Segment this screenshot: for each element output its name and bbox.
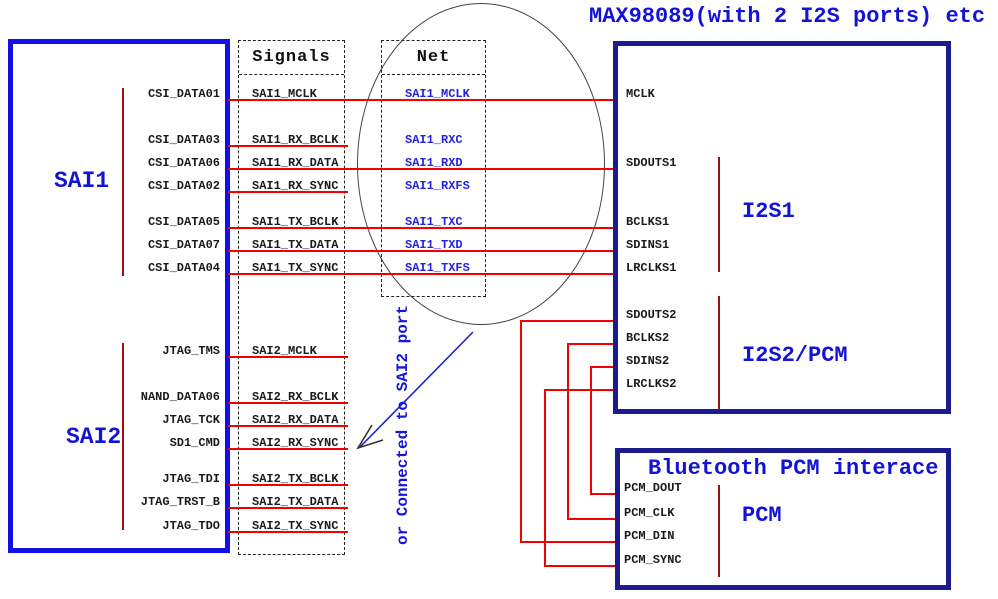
pad-label: JTAG_TMS	[162, 344, 220, 358]
net-label: SAI1_RXC	[405, 133, 463, 147]
wire-sai1-tx-sync	[228, 273, 613, 275]
net-label: SAI1_TXFS	[405, 261, 470, 275]
wire-pcm-din	[521, 541, 616, 543]
pad-label: NAND_DATA06	[140, 390, 220, 404]
pad-label: JTAG_TRST_B	[140, 495, 220, 509]
net-label: SAI1_TXD	[405, 238, 463, 252]
wire-sai2-tx-data	[228, 507, 348, 509]
signal-label: SAI2_TX_SYNC	[252, 519, 339, 533]
wire-vert-sdouts2-din	[520, 320, 522, 543]
pad-label: CSI_DATA07	[147, 238, 220, 252]
codec-pin-label: BCLKS2	[626, 331, 670, 345]
codec-title: MAX98089(with 2 I2S ports) etc	[589, 4, 986, 29]
pcm-bus-line	[718, 485, 720, 577]
wire-sai2-mclk	[228, 356, 348, 358]
bluetooth-pin-label: PCM_CLK	[624, 506, 675, 520]
sai-module-box	[8, 39, 230, 553]
wire-sai1-rx-sync	[228, 191, 348, 193]
sai1-bus-line	[122, 88, 124, 276]
wire-sai1-rx-bclk	[228, 145, 348, 147]
wire-lrclks2	[545, 389, 614, 391]
wire-vert-bclks2-clk	[567, 343, 569, 520]
codec-pin-label: SDOUTS2	[626, 308, 677, 322]
wire-sai2-rx-data	[228, 425, 348, 427]
pad-label: CSI_DATA02	[147, 179, 220, 193]
net-label: SAI1_MCLK	[405, 87, 470, 101]
signal-label: SAI2_MCLK	[252, 344, 317, 358]
codec-box	[613, 41, 951, 414]
wire-vert-sdins2-dout	[590, 366, 592, 495]
pad-label: CSI_DATA03	[147, 133, 220, 147]
wire-sai2-tx-sync	[228, 531, 348, 533]
sai2-bus-line	[122, 343, 124, 530]
wire-pcm-sync	[545, 565, 616, 567]
pcm-group-label: PCM	[742, 503, 782, 528]
pad-label: JTAG_TDI	[162, 472, 220, 486]
wire-sai2-tx-bclk	[228, 484, 348, 486]
pad-label: JTAG_TDO	[162, 519, 220, 533]
codec-pin-label: LRCLKS1	[626, 261, 677, 275]
bluetooth-pin-label: PCM_DOUT	[624, 481, 682, 495]
net-label: SAI1_TXC	[405, 215, 463, 229]
codec-pin-label: MCLK	[626, 87, 655, 101]
wire-sai1-mclk	[228, 99, 613, 101]
pad-label: CSI_DATA04	[147, 261, 220, 275]
wire-bclks2	[568, 343, 614, 345]
annotation-text: or Connected to SAI2 port	[394, 304, 412, 546]
signal-label: SAI1_TX_DATA	[252, 238, 339, 252]
pad-label: CSI_DATA01	[147, 87, 220, 101]
wire-vert-lrclks2-sync	[544, 389, 546, 567]
bluetooth-pin-label: PCM_SYNC	[624, 553, 682, 567]
signal-label: SAI1_RX_DATA	[252, 156, 339, 170]
codec-pin-label: BCLKS1	[626, 215, 670, 229]
pad-label: SD1_CMD	[169, 436, 220, 450]
wire-sai1-tx-bclk	[228, 227, 613, 229]
net-column-header: Net	[382, 41, 485, 75]
i2s2-group-label: I2S2/PCM	[742, 343, 848, 368]
signals-column-box: Signals	[238, 40, 345, 555]
pad-label: JTAG_TCK	[162, 413, 220, 427]
codec-pin-label: SDINS1	[626, 238, 670, 252]
signal-label: SAI1_TX_BCLK	[252, 215, 339, 229]
codec-pin-label: SDOUTS1	[626, 156, 677, 170]
net-label: SAI1_RXD	[405, 156, 463, 170]
wire-sai2-rx-sync	[228, 448, 348, 450]
signal-label: SAI2_TX_DATA	[252, 495, 339, 509]
pad-label: CSI_DATA06	[147, 156, 220, 170]
pad-label: CSI_DATA05	[147, 215, 220, 229]
signal-label: SAI1_RX_BCLK	[252, 133, 339, 147]
wire-sai1-rx-data	[228, 168, 613, 170]
signal-label: SAI1_RX_SYNC	[252, 179, 339, 193]
signal-label: SAI1_TX_SYNC	[252, 261, 339, 275]
bluetooth-title: Bluetooth PCM interace	[648, 456, 939, 481]
net-label: SAI1_RXFS	[405, 179, 470, 193]
signal-label: SAI1_MCLK	[252, 87, 317, 101]
wire-sdins2	[591, 366, 614, 368]
wire-pcm-clk	[568, 518, 616, 520]
annotation-arrow	[356, 331, 474, 450]
i2s1-bus-line	[718, 157, 720, 272]
codec-pin-label: SDINS2	[626, 354, 670, 368]
signal-label: SAI2_TX_BCLK	[252, 472, 339, 486]
signals-column-header: Signals	[239, 41, 344, 75]
highlight-ellipse	[357, 3, 605, 325]
i2s2-bus-line	[718, 296, 720, 410]
wire-sai1-tx-data	[228, 250, 613, 252]
signal-label: SAI2_RX_BCLK	[252, 390, 339, 404]
wire-pcm-dout	[591, 493, 616, 495]
wire-sdouts2	[521, 320, 614, 322]
signal-label: SAI2_RX_SYNC	[252, 436, 339, 450]
sai2-group-label: SAI2	[66, 424, 122, 450]
wire-sai2-rx-bclk	[228, 402, 348, 404]
codec-pin-label: LRCLKS2	[626, 377, 677, 391]
bluetooth-box	[615, 448, 951, 590]
signal-label: SAI2_RX_DATA	[252, 413, 339, 427]
bluetooth-pin-label: PCM_DIN	[624, 529, 675, 543]
i2s1-group-label: I2S1	[742, 199, 795, 224]
sai1-group-label: SAI1	[54, 168, 110, 194]
